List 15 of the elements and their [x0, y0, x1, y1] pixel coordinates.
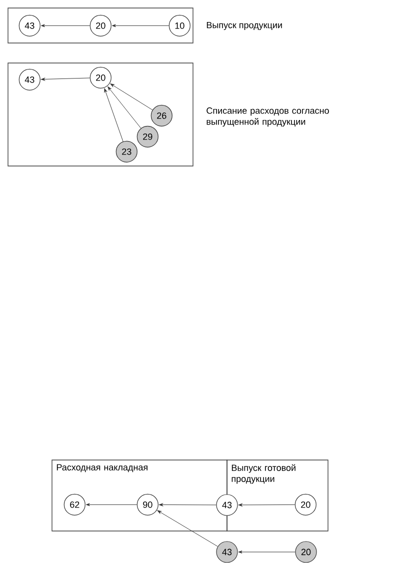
frame-heading: Расходная накладная [56, 464, 148, 472]
frame-heading: Выпуск готовой продукции [232, 464, 296, 484]
arrow [238, 550, 296, 554]
arrow [158, 503, 216, 506]
frame-heading: Списание расходов согласно выпущенной продукции [206, 107, 329, 127]
arrow [112, 24, 170, 28]
arrow [40, 24, 90, 28]
arrow [104, 88, 124, 142]
arrow [86, 503, 138, 506]
arrow [40, 78, 90, 81]
arrow [110, 84, 153, 110]
arrow [157, 510, 218, 547]
arrow [238, 504, 296, 506]
frame-heading: Выпуск продукции [206, 22, 282, 30]
arrow [108, 86, 142, 128]
